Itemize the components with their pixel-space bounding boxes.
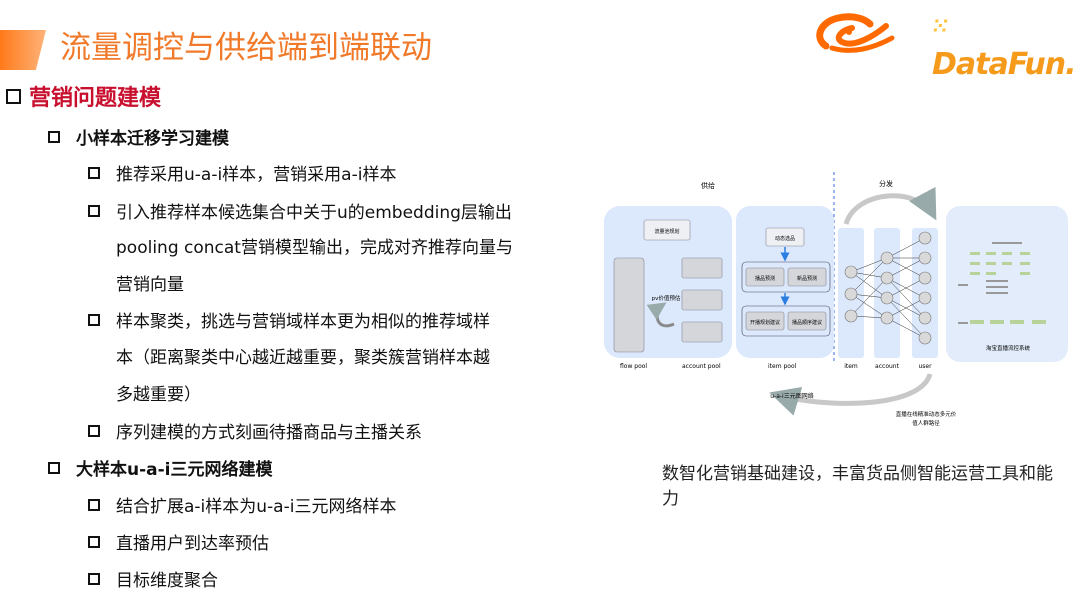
box-new-estimate-label: 新品预测 [797, 275, 817, 282]
bullet-text: 结合扩展a-i样本为u-a-i三元网络样本 [116, 497, 397, 517]
checkbox-bullet-icon [88, 572, 100, 585]
pv-estimate-label: pv价值预估 [652, 294, 681, 302]
bullet-item: 直播用户到达率预估 [88, 529, 269, 554]
box-order-suggest-label: 播品顺序建议 [792, 319, 822, 326]
box-schedule-suggest [745, 311, 785, 331]
bullet-text: 推荐采用u-a-i样本，营销采用a-i样本 [116, 165, 397, 185]
account-block [681, 257, 723, 279]
bullet-item: 序列建模的方式刻画待播商品与主播关系 [88, 418, 422, 443]
subsection-heading: 小样本迁移学习建模 [48, 124, 229, 149]
subsection-heading: 大样本u-a-i三元网络建模 [48, 455, 273, 480]
box-schedule-suggest-label: 开播规划建议 [750, 319, 780, 326]
bullet-item: 推荐采用u-a-i样本，营销采用a-i样本 [88, 160, 396, 185]
checkbox-bullet-icon [48, 461, 60, 474]
checkbox-bullet-icon [88, 535, 100, 548]
bottom-note: 值人群路径 [912, 419, 940, 427]
network-edges [850, 237, 926, 339]
network-nodes [844, 231, 932, 345]
bullet-text-continued: 本（距离聚类中心越近越重要，聚类簇营销样本越 [116, 348, 490, 368]
bullet-text: 目标维度聚合 [116, 571, 218, 591]
subsection-heading-text: 小样本迁移学习建模 [76, 129, 229, 149]
box-flow-plan [643, 219, 691, 241]
checkbox-bullet-icon [88, 204, 100, 217]
bullet-text-continued: 多越重要） [116, 385, 201, 405]
title-accent-bar [0, 30, 46, 70]
box-order-suggest [787, 311, 827, 331]
bullet-item: 结合扩展a-i样本为u-a-i三元网络样本 [88, 492, 396, 517]
system-panel-content [958, 242, 1022, 324]
pv-arrow [646, 302, 675, 328]
bullet-item: 目标维度聚合 [88, 566, 218, 591]
datafun-logo: ⁙DataFun. [932, 14, 1076, 82]
box-broadcast-estimate-label: 播品预测 [755, 275, 775, 282]
diagram-caption: 数智化营销基础建设，丰富货品侧智能运营工具和能力 [662, 464, 1053, 509]
system-panel-label: 淘宝直播流控系统 [986, 344, 1031, 352]
section-heading-text: 营销问题建模 [29, 86, 162, 111]
system-panel-content [970, 252, 1046, 324]
suggest-group [741, 305, 831, 337]
box-dynamic-goods [765, 227, 805, 247]
box-dynamic-goods-label: 动态选品 [775, 235, 795, 242]
bullet-item: 引入推荐样本候选集合中关于u的embedding层输出 [88, 198, 512, 223]
bullet-text-continued: pooling concat营销模型输出，完成对齐推荐向量与 [116, 238, 513, 258]
checkbox-bullet-icon [48, 130, 60, 143]
bottom-note: 直播在线精准动态多元价 [896, 410, 957, 418]
box-broadcast-estimate [745, 267, 785, 287]
checkbox-bullet-icon [6, 88, 21, 104]
account-block [681, 289, 723, 311]
alibaba-logo [816, 13, 895, 53]
account-block [681, 321, 723, 343]
checkbox-bullet-icon [88, 166, 100, 179]
architecture-diagram: 供给 分发 流量池规划 pv价值预估 flow pool account poo… [604, 172, 1068, 427]
top-arc-arrow [843, 186, 937, 225]
account-column-label: account [875, 363, 900, 370]
bottom-arc-arrow [769, 373, 933, 416]
network-label: u-a-i三元图网络 [770, 392, 813, 400]
flow-pool-block [613, 257, 645, 353]
item-pool-label: item pool [768, 363, 797, 370]
bullet-text: 序列建模的方式刻画待播商品与主播关系 [116, 423, 422, 443]
predict-group [741, 261, 831, 293]
checkbox-bullet-icon [88, 313, 100, 326]
user-column-label: user [918, 363, 932, 370]
flow-pool-label: flow pool [620, 363, 647, 370]
item-column-label: item [844, 363, 858, 370]
label-distribute: 分发 [879, 179, 893, 188]
slide-title: 流量调控与供给端到端联动 [60, 30, 432, 66]
bullet-item: 样本聚类，挑选与营销域样本更为相似的推荐域样 [88, 307, 490, 332]
bullet-text-continued: 营销向量 [116, 275, 184, 295]
bullet-text: 样本聚类，挑选与营销域样本更为相似的推荐域样 [116, 312, 490, 332]
account-pool-label: account pool [682, 363, 721, 370]
box-flow-plan-label: 流量池规划 [654, 228, 679, 235]
bullet-text: 引入推荐样本候选集合中关于u的embedding层输出 [116, 203, 512, 223]
label-supply: 供给 [701, 181, 715, 190]
box-new-estimate [787, 267, 827, 287]
bullet-text: 直播用户到达率预估 [116, 534, 269, 554]
subsection-heading-text: 大样本u-a-i三元网络建模 [76, 460, 273, 480]
checkbox-bullet-icon [88, 424, 100, 437]
checkbox-bullet-icon [88, 498, 100, 511]
section-heading: 营销问题建模 [6, 80, 161, 112]
